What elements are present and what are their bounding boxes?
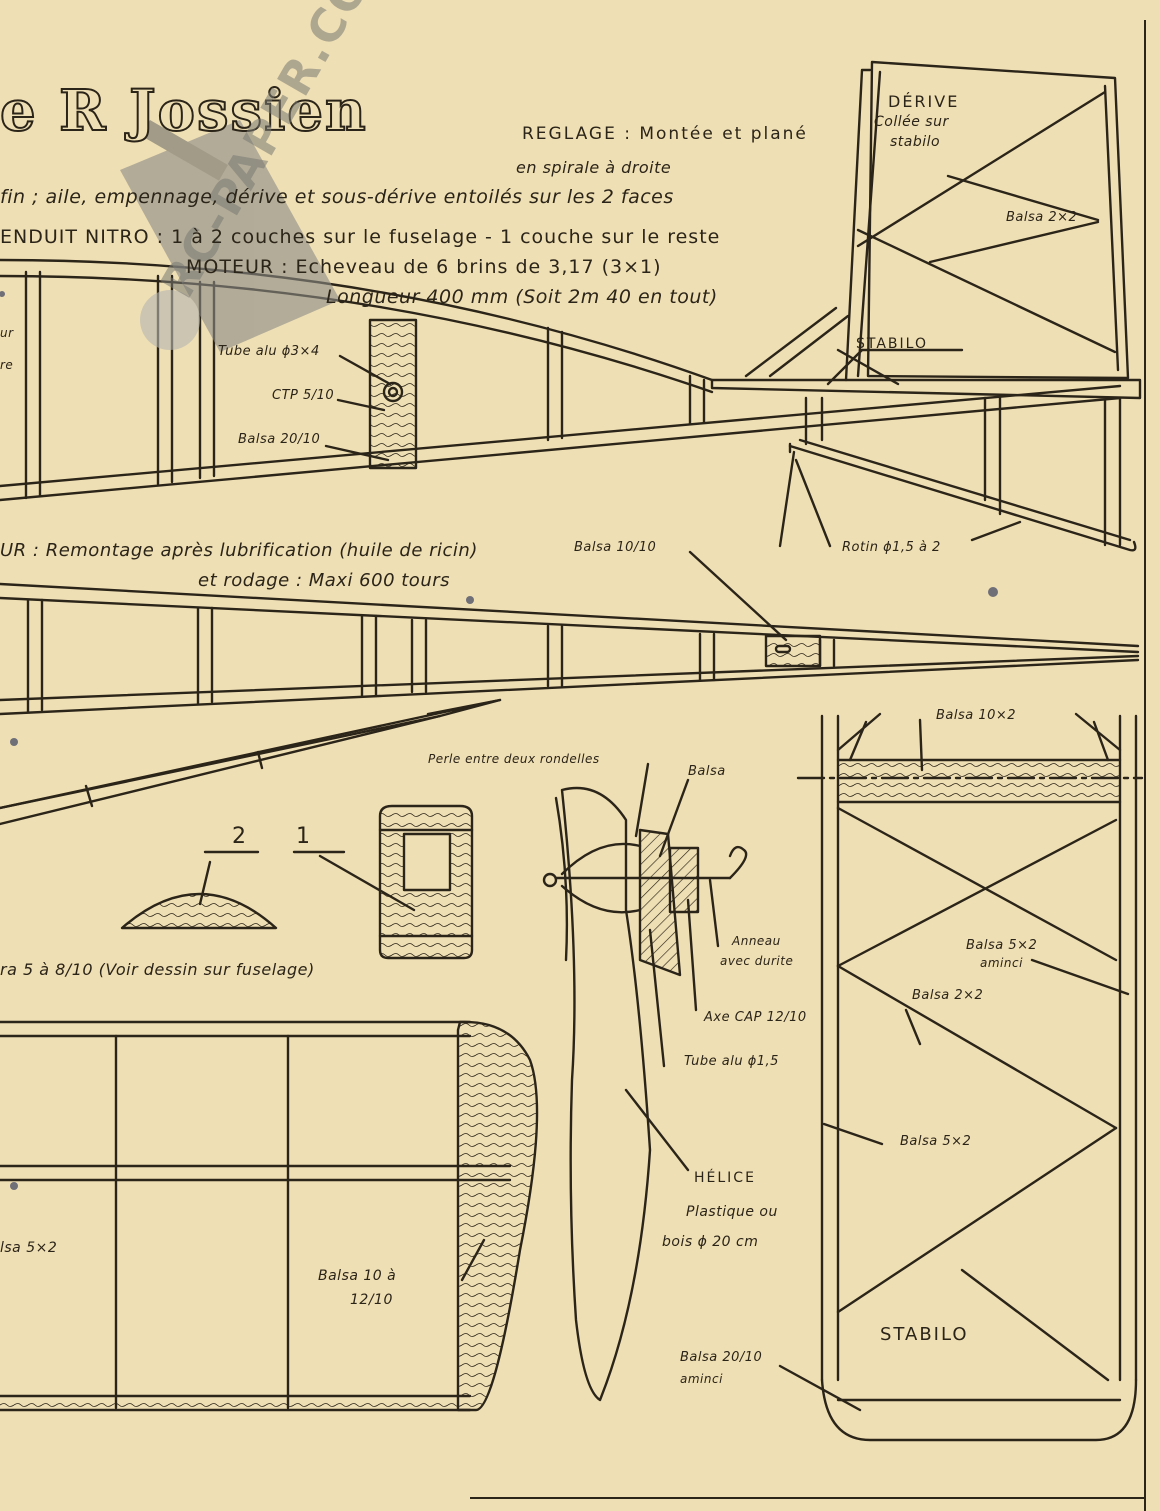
reglage-note: REGLAGE : Montée et plané [522,124,808,144]
stab-balsa-2x2-label: Balsa 2×2 [912,988,984,1003]
derive-title: DÉRIVE [888,92,960,111]
prop-balsa-label: Balsa [688,764,726,779]
remontage-note-2: et rodage : Maxi 600 tours [198,570,451,591]
stabilo-plan-title: STABILO [880,1324,969,1345]
hole-punches [0,291,998,1190]
section-1-number: 1 [296,824,311,849]
fuselage-side [0,258,1122,502]
anneau-label: Anneau [732,934,781,948]
perle-label: Perle entre deux rondelles [428,752,600,766]
balsa-20-10-label: Balsa 20/10 [238,432,321,447]
edge-label-2: re [0,358,14,372]
wing-plan [0,1020,539,1412]
stab-balsa-5x2-label: Balsa 5×2 [966,938,1038,953]
stab-aminci-label: aminci [980,956,1023,970]
derive-sub-2: stabilo [890,134,941,150]
watermark-logo [120,120,340,352]
page-border [470,20,1146,1511]
stab-aminci-2-label: aminci [680,1372,723,1386]
stab-balsa-5x2-b-label: Balsa 5×2 [900,1134,972,1149]
wing-balsa-12-label: 12/10 [350,1292,393,1308]
helice-title: HÉLICE [694,1170,756,1186]
anneau-label-2: avec durite [720,954,794,968]
rotin-label: Rotin ϕ1,5 à 2 [842,540,941,555]
derive-sub-1: Collée sur [874,114,949,130]
reglage-note-2: en spirale à droite [516,158,672,177]
wing-balsa-10-label: Balsa 10 à [318,1268,397,1284]
derive-fin [744,60,1130,382]
stabilo-plan [778,712,1144,1442]
wing-balsa-5x2-label: lsa 5×2 [0,1240,58,1256]
stab-balsa-20-10-label: Balsa 20/10 [680,1350,763,1365]
moteur-note: MOTEUR : Echeveau de 6 brins de 3,17 (3×… [186,256,662,278]
enduit-note: ENDUIT NITRO : 1 à 2 couches sur le fuse… [0,226,721,248]
entoilage-note: fin ; aile, empennage, dérive et sous-dé… [0,186,674,208]
fuselage-top [0,582,1140,716]
balsa-10-10-label: Balsa 10/10 [574,540,657,555]
propeller-side [542,762,748,1402]
helice-diameter: bois ϕ 20 cm [662,1234,759,1250]
remontage-note: UR : Remontage après lubrification (huil… [0,540,478,561]
derive-balsa-label: Balsa 2×2 [1006,210,1078,225]
wing-panel-edge [0,698,502,826]
section-2-number: 2 [232,824,247,849]
helice-material: Plastique ou [686,1204,778,1220]
prop-tube-label: Tube alu ϕ1,5 [684,1054,779,1069]
stabilo-side-label: STABILO [856,336,928,352]
stabilo-side [710,348,1142,552]
page-title: e R Jossien [0,77,368,145]
edge-label-1: ur [0,326,14,340]
coffrage-note: ra 5 à 8/10 (Voir dessin sur fuselage) [0,960,315,979]
section-1 [292,804,474,960]
axe-label: Axe CAP 12/10 [704,1010,807,1025]
stab-balsa-10x2-label: Balsa 10×2 [936,708,1017,723]
ctp-label: CTP 5/10 [272,388,335,403]
leader-lines [324,348,964,642]
tube-alu-label: Tube alu ϕ3×4 [218,344,320,359]
section-2 [120,850,278,930]
longueur-note: Longueur 400 mm (Soit 2m 40 en tout) [326,286,718,308]
